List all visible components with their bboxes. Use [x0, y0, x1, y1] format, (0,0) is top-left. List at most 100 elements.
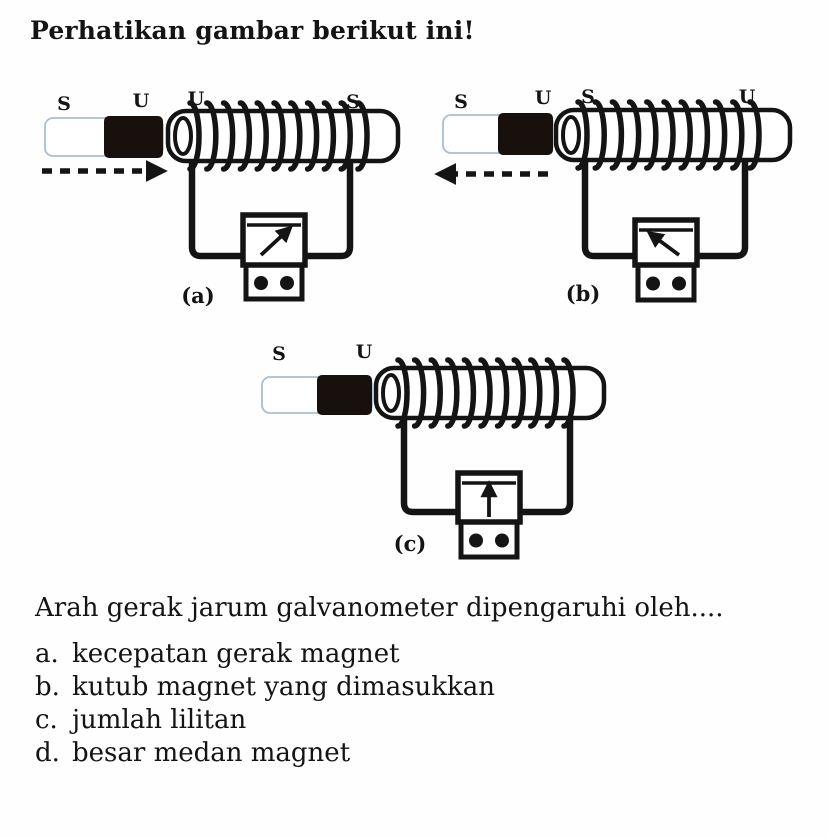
answer-option-c: c. jumlah lilitan — [35, 704, 810, 737]
galvanometer-needle — [646, 230, 681, 257]
wire-left — [581, 160, 635, 260]
bar-magnet — [44, 116, 164, 158]
answer-option-d: d. besar medan magnet — [35, 737, 810, 770]
coil-turn — [644, 99, 659, 171]
coil-turn — [478, 357, 493, 429]
circuit-wires — [188, 161, 354, 260]
option-letter: c. — [35, 705, 58, 735]
diagram-caption: (b) — [566, 281, 601, 306]
magnet-pole-label-right: U — [133, 90, 150, 112]
wire-right — [520, 418, 574, 516]
coil-opening — [561, 115, 581, 155]
coil-turn — [428, 357, 443, 429]
coil-turn — [237, 100, 253, 172]
wire-right — [697, 160, 749, 260]
coil-opening — [173, 116, 193, 156]
galvanometer-needle — [259, 225, 294, 257]
magnet-pole-label-left: S — [57, 93, 71, 115]
terminal-dot-left — [469, 533, 483, 548]
diagram-b: S U S U (b) — [426, 82, 828, 316]
wire-left — [400, 418, 458, 516]
answer-option-b: b. kutub magnet yang dimasukkan — [35, 671, 810, 704]
coil-turn — [730, 99, 745, 171]
galvanometer — [632, 217, 700, 303]
coil-turn — [411, 357, 427, 429]
diagram-b-drawing: S U S U (b) — [434, 86, 793, 306]
wire-left — [188, 161, 243, 260]
coil-turn — [544, 357, 560, 429]
coil-turn — [661, 99, 676, 171]
wire-right — [305, 161, 354, 260]
bar-magnet — [261, 375, 373, 415]
options-list: a. kecepatan gerak magnet b. kutub magne… — [35, 638, 810, 770]
magnet-pole-label-right: U — [535, 87, 552, 109]
bar-magnet — [442, 113, 554, 155]
coil-pole-label-left: S — [581, 86, 595, 108]
coil-turn — [461, 357, 477, 429]
magnet-north-half — [317, 375, 372, 415]
option-text: jumlah lilitan — [72, 705, 247, 735]
option-letter: d. — [35, 738, 60, 768]
diagram-caption: (a) — [181, 283, 214, 308]
coil-turn — [395, 357, 410, 429]
option-text: kecepatan gerak magnet — [72, 639, 400, 669]
question-block: Arah gerak jarum galvanometer dipengaruh… — [35, 592, 810, 770]
option-text: kutub magnet yang dimasukkan — [72, 672, 496, 702]
coil-turn — [511, 357, 526, 429]
coil-turn — [204, 100, 219, 172]
coil-turn — [528, 357, 543, 429]
magnet-pole-label-left: S — [272, 343, 286, 365]
coil-turn — [271, 100, 286, 172]
coil-turn — [321, 100, 337, 172]
coil-turn — [187, 100, 202, 172]
circuit-wires — [400, 418, 574, 516]
coil-turn — [592, 99, 607, 171]
magnet-north-half — [498, 113, 553, 155]
terminal-dot-right — [495, 533, 509, 548]
option-text: besar medan magnet — [72, 738, 351, 768]
coil-turn — [575, 99, 590, 171]
coil-turn — [626, 99, 642, 171]
galvanometer — [455, 470, 523, 560]
coil-turn — [304, 100, 320, 172]
terminal-dot-right — [280, 276, 294, 290]
coil-turn — [561, 357, 576, 429]
coil-turn — [695, 99, 711, 171]
coil-turn — [288, 100, 303, 172]
option-letter: a. — [35, 639, 59, 669]
coil — [553, 99, 793, 171]
coil-turn — [338, 100, 353, 172]
diagram-caption: (c) — [394, 531, 427, 556]
coil-turn — [678, 99, 693, 171]
coil-turn — [355, 100, 370, 172]
coil — [165, 100, 401, 172]
answer-option-a: a. kecepatan gerak magnet — [35, 638, 810, 671]
diagram-a: S U U S (a) — [20, 82, 424, 316]
coil-pole-label-right: S — [346, 91, 360, 113]
coil-pole-label-left: U — [188, 88, 205, 110]
coil-turn — [747, 99, 762, 171]
coil-turn — [254, 100, 269, 172]
coil-opening — [381, 373, 401, 413]
page-title: Perhatikan gambar berikut ini! — [30, 16, 475, 45]
coil-turn — [445, 357, 460, 429]
magnet-north-half — [104, 116, 163, 158]
meter-face — [632, 217, 700, 268]
terminal-dot-left — [254, 276, 268, 290]
diagram-a-drawing: S U U S (a) — [42, 88, 401, 308]
question-text: Arah gerak jarum galvanometer dipengaruh… — [35, 593, 724, 623]
terminal-dot-right — [672, 276, 686, 291]
option-letter: b. — [35, 672, 60, 702]
coil-turn — [712, 99, 728, 171]
coil-turn — [609, 99, 625, 171]
coil — [373, 357, 607, 429]
magnet-pole-label-left: S — [454, 91, 468, 113]
terminal-dot-left — [646, 276, 660, 291]
coil-pole-label-right: U — [739, 86, 756, 108]
coil-turn — [494, 357, 510, 429]
galvanometer — [240, 212, 308, 302]
circuit-wires — [581, 160, 749, 260]
meter-face — [240, 212, 308, 268]
